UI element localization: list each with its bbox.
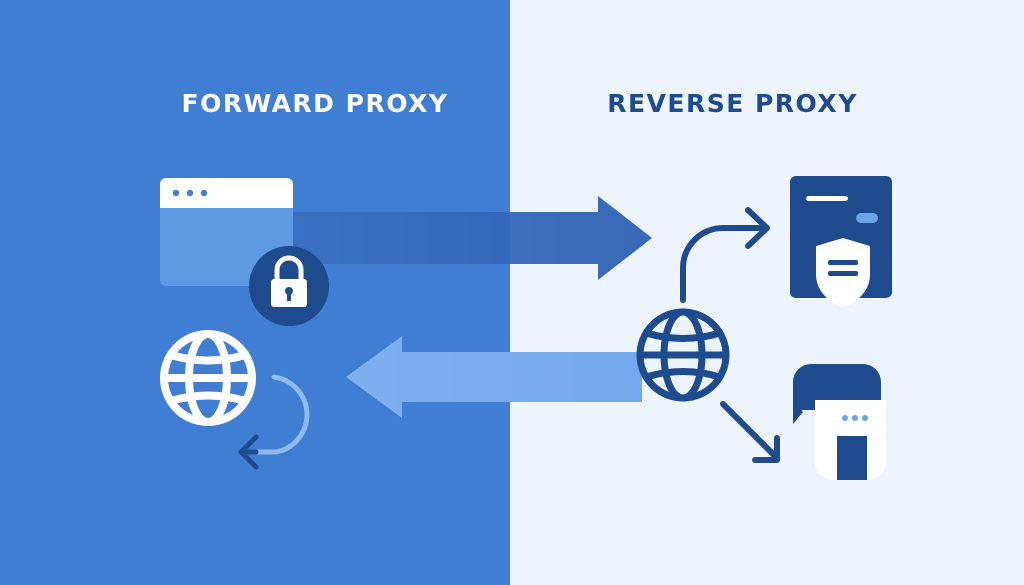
response-arrow-icon bbox=[346, 336, 642, 418]
padlock-icon bbox=[249, 246, 329, 326]
building-server-icon bbox=[793, 364, 886, 480]
globe-icon bbox=[160, 330, 256, 426]
server-shield-icon bbox=[790, 176, 892, 308]
proxy-globe-icon bbox=[636, 308, 730, 402]
branch-down-arrow-icon bbox=[720, 401, 780, 463]
branch-up-arrow-icon bbox=[680, 207, 770, 303]
reverse-proxy-title: REVERSE PROXY bbox=[607, 89, 858, 118]
curved-return-arrow-icon bbox=[238, 374, 310, 470]
reverse-panel-background bbox=[510, 0, 1024, 585]
forward-proxy-title: FORWARD PROXY bbox=[181, 89, 449, 118]
request-arrow-icon bbox=[293, 196, 652, 280]
